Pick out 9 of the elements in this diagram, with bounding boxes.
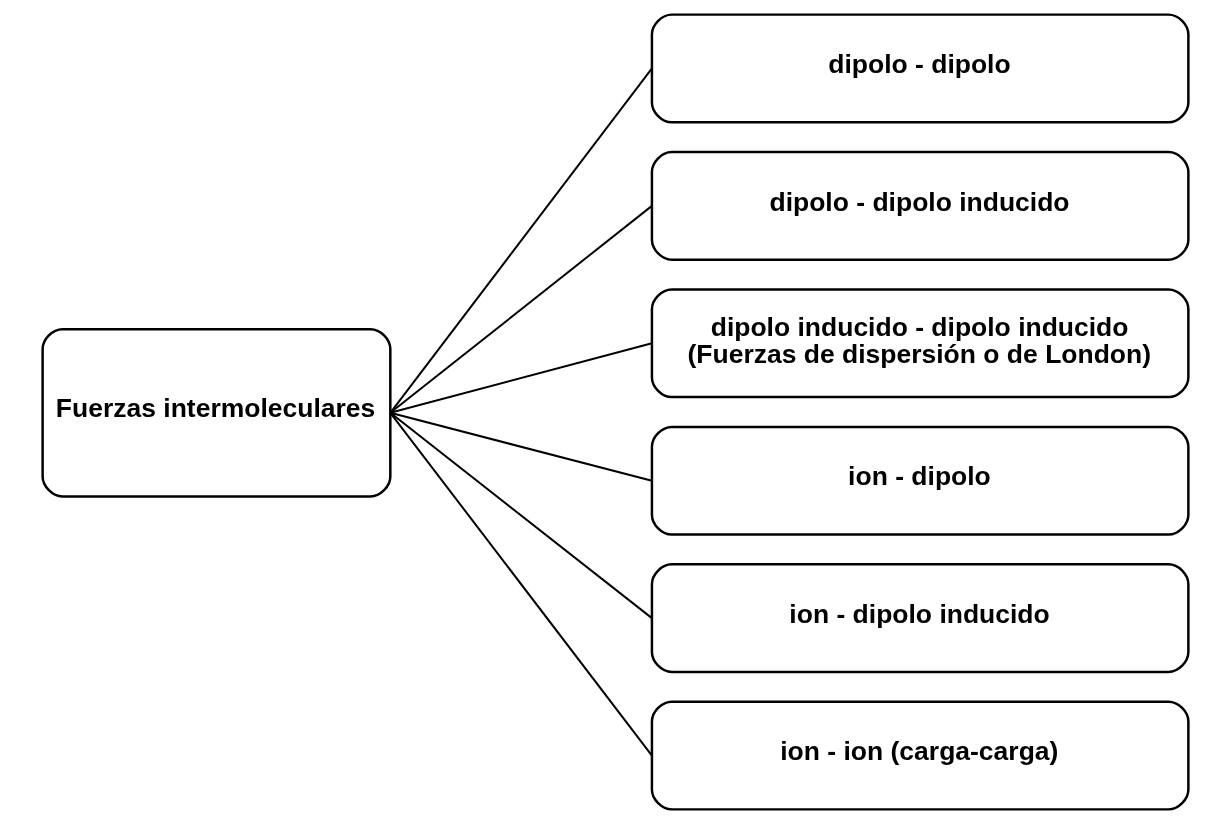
node-box: dipolo inducido - dipolo inducido (Fuerzas de dispersión o de London): [650, 288, 1190, 399]
node-box: ion - dipolo: [650, 425, 1190, 536]
connector: [388, 411, 653, 757]
node-box: ion - ion (carga-carga): [650, 700, 1190, 811]
node-box: dipolo - dipolo: [650, 13, 1190, 124]
connector: [388, 67, 653, 414]
node-box: Fuerzas intermoleculares: [40, 327, 392, 498]
node-box: ion - dipolo inducido: [650, 563, 1190, 674]
node-box: dipolo - dipolo inducido: [650, 150, 1190, 261]
